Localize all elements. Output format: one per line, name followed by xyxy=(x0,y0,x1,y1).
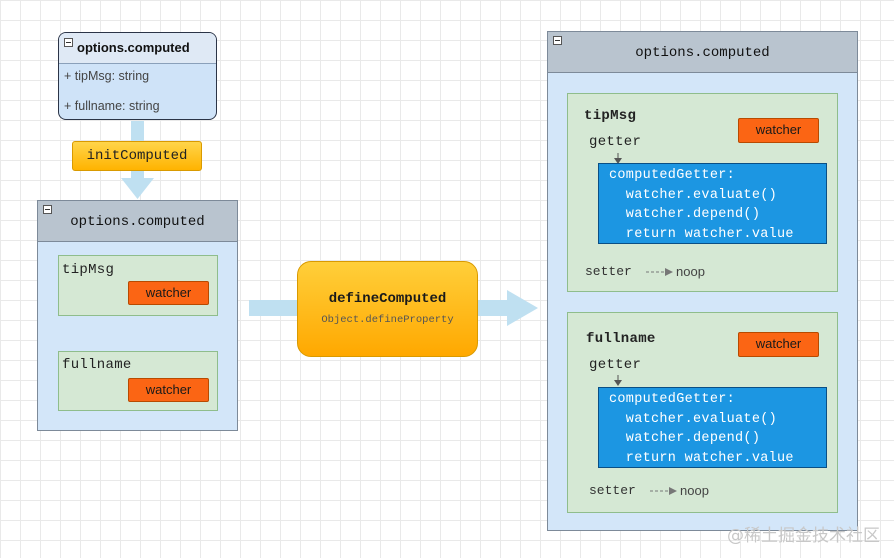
watcher-badge: watcher xyxy=(738,332,819,357)
watermark-text: @稀土掘金技术社区 xyxy=(727,526,880,546)
left-computed-container: options.computed tipMsg watcher fullname… xyxy=(37,200,238,431)
right-item-label: fullname xyxy=(586,331,656,347)
right-computed-container: options.computed tipMsg watcher getter c… xyxy=(547,31,858,531)
collapse-icon[interactable] xyxy=(64,38,73,47)
top-class-title: options.computed xyxy=(77,40,190,55)
setter-label: setter xyxy=(589,483,636,498)
define-computed-node: defineComputed Object.defineProperty xyxy=(297,261,478,357)
init-computed-node: initComputed xyxy=(72,141,202,171)
left-item-fullname: fullname watcher xyxy=(58,351,218,411)
watcher-badge: watcher xyxy=(128,378,209,402)
watcher-badge: watcher xyxy=(738,118,819,143)
right-item-tipmsg: tipMsg watcher getter computedGetter: wa… xyxy=(567,93,838,292)
setter-arrow-icon xyxy=(646,268,673,276)
noop-label: noop xyxy=(680,483,709,498)
left-container-header: options.computed xyxy=(38,201,237,242)
collapse-icon[interactable] xyxy=(553,36,562,45)
getter-arrow-icon xyxy=(614,375,622,386)
left-container-title: options.computed xyxy=(70,214,205,230)
right-item-label: tipMsg xyxy=(584,108,637,124)
top-class-field: + fullname: string xyxy=(64,99,160,113)
right-container-header: options.computed xyxy=(548,32,857,73)
define-computed-subtitle: Object.defineProperty xyxy=(321,314,454,326)
right-container-title: options.computed xyxy=(635,45,770,61)
left-item-label: fullname xyxy=(62,357,132,373)
getter-label: getter xyxy=(589,134,642,150)
computed-getter-code: computedGetter: watcher.evaluate() watch… xyxy=(598,163,827,244)
getter-arrow-icon xyxy=(614,153,622,164)
noop-label: noop xyxy=(676,264,705,279)
watcher-badge: watcher xyxy=(128,281,209,305)
setter-label: setter xyxy=(585,264,632,279)
top-class-box: options.computed + tipMsg: string + full… xyxy=(58,32,217,120)
top-class-header: options.computed xyxy=(59,33,216,64)
right-item-fullname: fullname watcher getter computedGetter: … xyxy=(567,312,838,513)
down-arrow-head-icon xyxy=(121,178,154,199)
left-item-label: tipMsg xyxy=(62,262,115,278)
getter-label: getter xyxy=(589,357,642,373)
define-computed-title: defineComputed xyxy=(328,291,447,307)
setter-arrow-icon xyxy=(650,487,677,495)
computed-getter-code: computedGetter: watcher.evaluate() watch… xyxy=(598,387,827,468)
right-arrow-shaft-right xyxy=(477,300,509,316)
right-arrow-head-icon xyxy=(507,290,538,326)
collapse-icon[interactable] xyxy=(43,205,52,214)
right-arrow-shaft-left xyxy=(249,300,298,316)
top-class-field: + tipMsg: string xyxy=(64,69,150,83)
left-item-tipmsg: tipMsg watcher xyxy=(58,255,218,316)
